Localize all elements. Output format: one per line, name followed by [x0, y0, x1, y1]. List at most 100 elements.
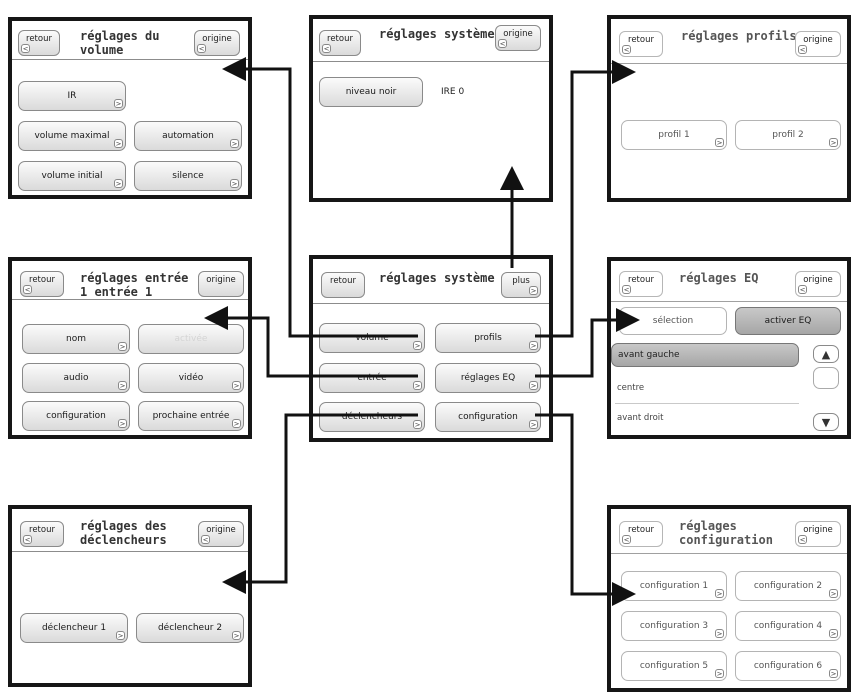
arrow-entree — [204, 306, 418, 378]
screen-title: réglages configuration — [679, 519, 773, 547]
chevron-right-icon: > — [413, 420, 422, 429]
title-text: réglages système — [379, 27, 495, 41]
button-label: volume initial — [41, 171, 103, 181]
origine-button[interactable]: origine < — [495, 25, 541, 51]
chevron-right-icon: > — [114, 179, 123, 188]
screen-title: réglages du volume — [80, 29, 159, 57]
chevron-right-icon: > — [413, 341, 422, 350]
list-item-label: avant gauche — [618, 350, 680, 360]
silence-button[interactable]: silence > — [134, 161, 242, 191]
screen-title: réglages EQ — [679, 271, 758, 285]
button-label: profil 1 — [658, 130, 690, 140]
configuration-2-button[interactable]: configuration 2 > — [735, 571, 841, 601]
back-arrow-icon: < — [498, 39, 507, 48]
back-arrow-icon: < — [798, 285, 807, 294]
niveau-noir-button[interactable]: niveau noir — [319, 77, 423, 107]
chevron-right-icon: > — [715, 138, 724, 147]
list-item[interactable]: centre — [617, 383, 645, 393]
declencheur-1-button[interactable]: déclencheur 1 > — [20, 613, 128, 643]
retour-button[interactable]: retour < — [619, 31, 663, 57]
declencheurs-button[interactable]: déclencheurs > — [319, 402, 425, 432]
button-label: configuration 3 — [639, 621, 709, 631]
scroll-down-button[interactable]: ▼ — [813, 413, 839, 431]
retour-label: retour — [628, 275, 654, 285]
title-line-2: volume — [80, 43, 124, 57]
chevron-right-icon: > — [715, 629, 724, 638]
configuration-button[interactable]: configuration > — [22, 401, 130, 431]
chevron-right-icon: > — [829, 589, 838, 598]
chevron-right-icon: > — [230, 179, 239, 188]
retour-button[interactable]: retour < — [18, 30, 60, 56]
nom-button[interactable]: nom > — [22, 324, 130, 354]
arrow-reglages-eq — [535, 308, 640, 378]
profil-2-button[interactable]: profil 2 > — [735, 120, 841, 150]
button-label: sélection — [652, 316, 694, 326]
retour-button[interactable]: retour < — [319, 30, 361, 56]
volume-button[interactable]: volume > — [319, 323, 425, 353]
retour-button[interactable]: retour < — [20, 271, 64, 297]
back-arrow-icon: < — [622, 535, 631, 544]
profil-1-button[interactable]: profil 1 > — [621, 120, 727, 150]
retour-button[interactable]: retour — [321, 272, 365, 298]
origine-button[interactable]: origine < — [795, 31, 841, 57]
activer-eq-button[interactable]: activer EQ — [735, 307, 841, 335]
origine-label: origine — [803, 275, 833, 285]
button-label: automation — [162, 131, 214, 141]
screen-title: réglages système — [379, 271, 495, 285]
volume-maximal-button[interactable]: volume maximal > — [18, 121, 126, 151]
back-arrow-icon: < — [798, 535, 807, 544]
screen-title: réglages des déclencheurs — [80, 519, 167, 547]
screen-reglages-volume: retour < réglages du volume origine < IR… — [8, 17, 252, 199]
button-label: déclencheurs — [341, 412, 403, 422]
configuration-3-button[interactable]: configuration 3 > — [621, 611, 727, 641]
scroll-up-button[interactable]: ▲ — [813, 345, 839, 363]
arrow-down-icon: ▼ — [821, 415, 831, 429]
scrollbar-track[interactable] — [813, 367, 839, 389]
reglages-eq-button[interactable]: réglages EQ > — [435, 363, 541, 393]
configuration-5-button[interactable]: configuration 5 > — [621, 651, 727, 681]
configuration-button[interactable]: configuration > — [435, 402, 541, 432]
chevron-right-icon: > — [118, 419, 127, 428]
back-arrow-icon: < — [23, 285, 32, 294]
volume-initial-button[interactable]: volume initial > — [18, 161, 126, 191]
origine-button[interactable]: origine < — [198, 521, 244, 547]
chevron-right-icon: > — [116, 631, 125, 640]
configuration-4-button[interactable]: configuration 4 > — [735, 611, 841, 641]
origine-button[interactable]: origine < — [194, 30, 240, 56]
retour-button[interactable]: retour < — [619, 271, 663, 297]
button-label: configuration 2 — [753, 581, 823, 591]
chevron-right-icon: > — [529, 420, 538, 429]
plus-button[interactable]: plus > — [501, 272, 541, 298]
chevron-right-icon: > — [114, 139, 123, 148]
list-item-selected[interactable]: avant gauche — [611, 343, 799, 367]
back-arrow-icon: < — [322, 44, 331, 53]
entree-button[interactable]: entrée > — [319, 363, 425, 393]
origine-button[interactable]: origine < — [795, 521, 841, 547]
declencheur-2-button[interactable]: déclencheur 2 > — [136, 613, 244, 643]
origine-button[interactable]: origine — [198, 271, 244, 297]
arrow-volume — [222, 57, 418, 338]
button-label: audio — [63, 373, 89, 383]
profils-button[interactable]: profils > — [435, 323, 541, 353]
ir-button[interactable]: IR > — [18, 81, 126, 111]
button-label: activer EQ — [764, 316, 812, 326]
retour-button[interactable]: retour < — [20, 521, 64, 547]
video-button[interactable]: vidéo > — [138, 363, 244, 393]
button-label: nom — [66, 334, 86, 344]
list-item[interactable]: avant droit — [617, 413, 664, 423]
chevron-right-icon: > — [232, 419, 241, 428]
configuration-1-button[interactable]: configuration 1 > — [621, 571, 727, 601]
button-label: activée — [174, 334, 208, 344]
retour-label: retour — [29, 275, 55, 285]
title-line-1: réglages entrée — [80, 271, 189, 285]
button-label: configuration 4 — [753, 621, 823, 631]
audio-button[interactable]: audio > — [22, 363, 130, 393]
origine-button[interactable]: origine < — [795, 271, 841, 297]
button-label: IR — [67, 91, 77, 101]
retour-button[interactable]: retour < — [619, 521, 663, 547]
configuration-6-button[interactable]: configuration 6 > — [735, 651, 841, 681]
automation-button[interactable]: automation > — [134, 121, 242, 151]
prochaine-entree-button[interactable]: prochaine entrée > — [138, 401, 244, 431]
button-label: configuration — [458, 412, 518, 422]
button-label: profil 2 — [772, 130, 804, 140]
